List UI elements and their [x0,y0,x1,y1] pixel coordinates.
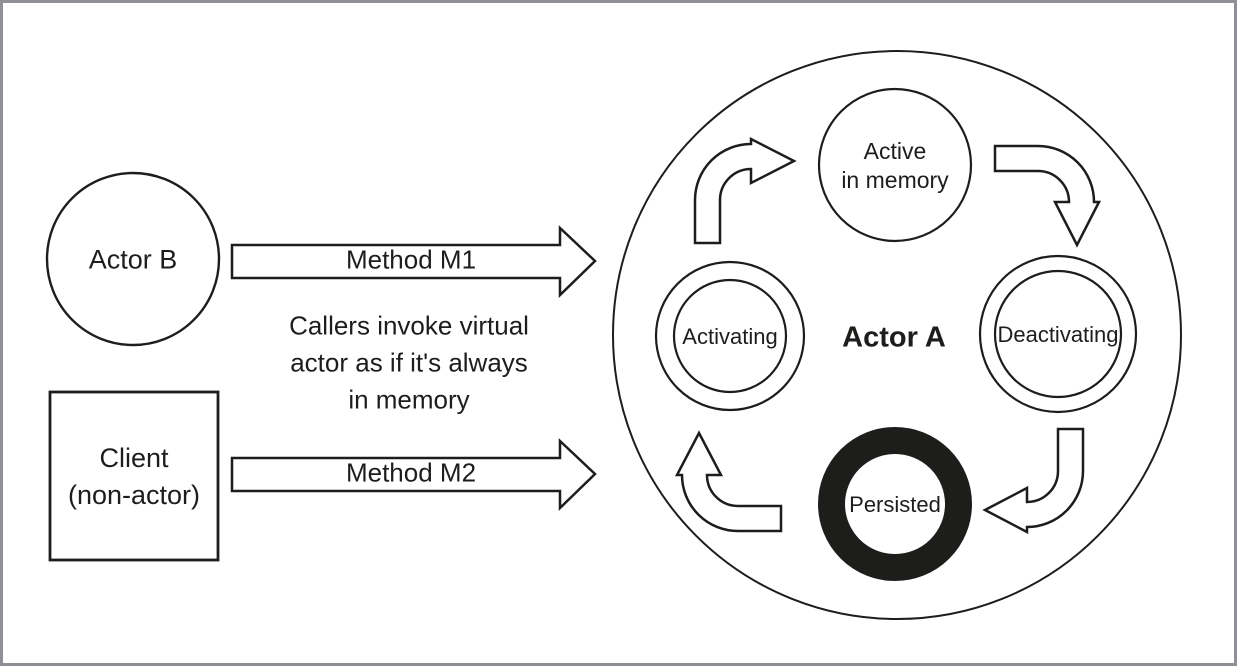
arrow-deactivating-to-persisted-icon [982,427,1085,535]
activating-inner-circle [672,278,788,394]
client-label-line1: Client [99,443,169,473]
callers-caption-line3: in memory [348,384,470,415]
active-in-memory-label-line2: in memory [841,167,949,193]
method-m1-arrow [230,225,597,298]
active-in-memory-label-line1: Active [863,138,927,164]
actor-a-circle [612,50,1182,620]
method-m1-label: Method M1 [345,244,477,275]
client-label-line2: (non-actor) [67,480,201,510]
callers-caption-line1: Callers invoke virtual [289,310,529,341]
activating-label: Activating [682,324,778,349]
client-box [48,390,220,562]
persisted-ring [818,427,972,581]
callers-caption: Callers invoke virtual actor as if it's … [289,308,529,419]
client-label: Client (non-actor) [68,440,200,514]
method-m2-arrow [230,438,597,511]
active-in-memory-circle [817,87,973,243]
persisted-label: Persisted [849,492,941,517]
arrow-persisted-to-activating-icon [674,430,783,533]
callers-caption-line2: actor as if it's always [290,347,528,378]
actor-b-circle [45,171,221,347]
actor-b-label: Actor B [88,244,178,275]
arrow-active-to-deactivating-icon [993,144,1102,248]
method-m2-label: Method M2 [345,457,477,488]
deactivating-label: Deactivating [997,322,1119,347]
diagram-shapes-layer [45,50,1182,620]
deactivating-inner-circle [993,269,1123,399]
active-in-memory-label: Active in memory [841,137,948,195]
actor-a-label: Actor A [842,321,946,354]
arrow-activating-to-active-icon [693,136,797,245]
